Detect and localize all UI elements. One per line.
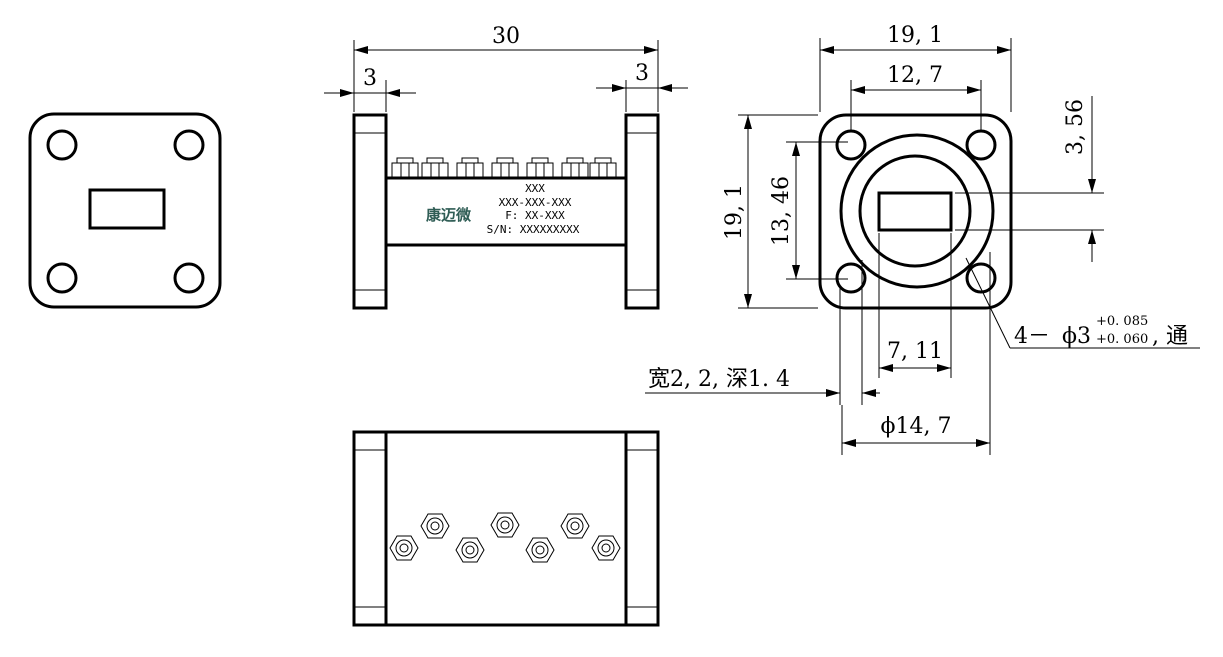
hole-callout-tol-lower: +0. 060 bbox=[1096, 332, 1148, 347]
mounting-hole bbox=[46, 129, 78, 161]
flange-right bbox=[624, 113, 660, 310]
groove-inner bbox=[858, 154, 972, 268]
hole-callout: 4－ ϕ3 +0. 085 +0. 060 , 通 bbox=[965, 257, 1200, 349]
dim-label-groove: 宽2, 2, 深1. 4 bbox=[648, 367, 790, 392]
tuning-screw bbox=[389, 535, 419, 561]
dim-label-3-right: 3 bbox=[635, 61, 649, 86]
flange-left bbox=[352, 113, 388, 310]
mounting-hole bbox=[173, 262, 205, 294]
dimension-flange-right: 3 bbox=[596, 61, 688, 112]
tuning-screw bbox=[420, 513, 450, 539]
label-line-3: F: XX-XXX bbox=[505, 209, 565, 222]
dimension-hole-spacing-h: 12, 7 bbox=[850, 63, 982, 130]
groove-outer bbox=[839, 133, 995, 289]
hole-callout-diameter: ϕ3 bbox=[1062, 324, 1091, 349]
top-view bbox=[352, 430, 660, 627]
mounting-hole bbox=[46, 262, 78, 294]
mounting-hole bbox=[835, 129, 867, 161]
flange-right bbox=[624, 430, 660, 627]
tuning-screw bbox=[455, 537, 485, 563]
dim-label-13-46: 13, 46 bbox=[769, 176, 794, 246]
flange-outline bbox=[28, 112, 222, 309]
dim-label-3-56: 3, 56 bbox=[1063, 99, 1088, 155]
tuning-screws-side bbox=[391, 157, 617, 179]
flange-left bbox=[352, 430, 388, 627]
brand-logo: 康迈微 bbox=[426, 206, 472, 224]
dimension-groove-diameter: ϕ14, 7 bbox=[841, 252, 991, 455]
dimension-overall-length: 30 bbox=[353, 24, 659, 112]
dim-label-phi-14-7: ϕ14, 7 bbox=[881, 414, 952, 439]
flange-outline bbox=[818, 113, 1013, 310]
tuning-screw bbox=[525, 537, 555, 563]
mounting-hole bbox=[173, 129, 205, 161]
dim-label-12-7: 12, 7 bbox=[887, 63, 943, 88]
waveguide-aperture bbox=[88, 188, 166, 230]
end-view-left bbox=[28, 112, 222, 309]
tuning-screw bbox=[490, 512, 520, 538]
label-line-2: XXX-XXX-XXX bbox=[499, 196, 572, 209]
label-plate: 康迈微 XXX XXX-XXX-XXX F: XX-XXX S/N: XXXXX… bbox=[426, 182, 580, 236]
dimension-flange-left: 3 bbox=[324, 66, 416, 112]
waveguide-aperture bbox=[877, 191, 953, 232]
dim-label-19-1-left: 19, 1 bbox=[722, 184, 747, 240]
tuning-screw bbox=[591, 535, 621, 561]
front-view: 康迈微 XXX XXX-XXX-XXX F: XX-XXX S/N: XXXXX… bbox=[324, 24, 688, 310]
tuning-screw bbox=[560, 513, 590, 539]
mounting-hole bbox=[965, 262, 997, 294]
end-view-right: 19, 1 12, 7 19, 1 13, 46 bbox=[645, 23, 1200, 455]
dimension-aperture-width: 7, 11 bbox=[878, 233, 952, 378]
dimension-flange-height: 19, 1 bbox=[722, 114, 818, 309]
label-line-1: XXX bbox=[525, 182, 545, 195]
label-line-4: S/N: XXXXXXXXX bbox=[487, 223, 580, 236]
dim-label-3-left: 3 bbox=[363, 66, 377, 91]
dim-label-19-1-top: 19, 1 bbox=[887, 23, 943, 48]
mounting-hole bbox=[965, 129, 997, 161]
dim-label-30: 30 bbox=[492, 24, 520, 49]
dimension-flange-width: 19, 1 bbox=[819, 23, 1012, 112]
dim-label-7-11: 7, 11 bbox=[887, 339, 943, 364]
dimension-hole-spacing-v: 13, 46 bbox=[769, 141, 848, 280]
dimension-groove: 宽2, 2, 深1. 4 bbox=[645, 260, 880, 405]
dimension-aperture-height: 3, 56 bbox=[955, 96, 1104, 262]
mounting-hole bbox=[835, 262, 867, 294]
hole-callout-tol-upper: +0. 085 bbox=[1096, 314, 1148, 329]
hole-callout-prefix: 4－ bbox=[1014, 324, 1050, 349]
hole-callout-suffix: , 通 bbox=[1152, 324, 1188, 349]
tuning-screws-top bbox=[389, 512, 621, 563]
